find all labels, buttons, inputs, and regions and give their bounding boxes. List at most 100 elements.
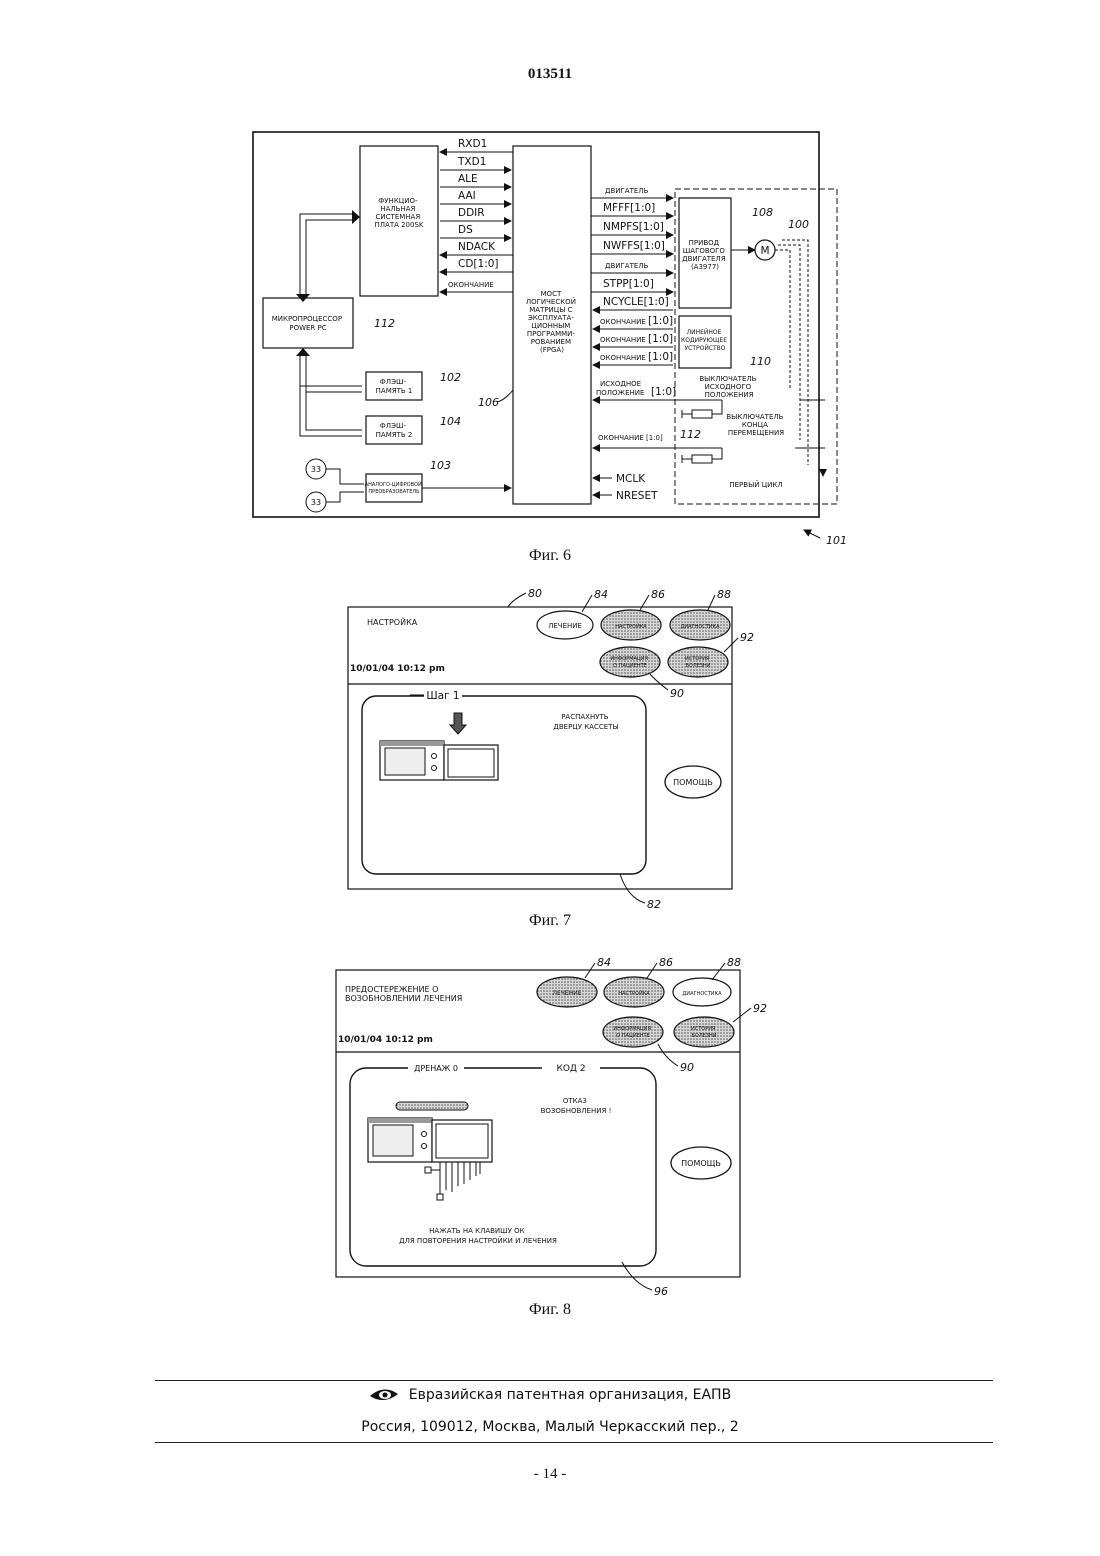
svg-text:[1:0]: [1:0]: [648, 315, 673, 327]
svg-text:STPP[1:0]: STPP[1:0]: [603, 278, 654, 290]
svg-text:ИНФОРМАЦИЯ О ПАЦИЕНТЕ: ИНФОРМАЦИЯ О ПАЦИЕНТЕ: [613, 1026, 652, 1039]
fig7-treatment-button[interactable]: ЛЕЧЕНИЕ: [537, 611, 593, 639]
svg-text:ФЛЭШ- ПАМЯТЬ 2: ФЛЭШ- ПАМЯТЬ 2: [376, 422, 413, 439]
svg-text:ПОМОЩЬ: ПОМОЩЬ: [673, 778, 713, 787]
svg-text:ОКОНЧАНИЕ: ОКОНЧАНИЕ: [448, 281, 494, 289]
fig8-code-label: КОД 2: [556, 1064, 585, 1074]
board-fpga-signals: RXD1 TXD1 ALE AAI DDIR DS NDACK CD[1:0] …: [440, 138, 513, 292]
svg-text:MFFF[1:0]: MFFF[1:0]: [603, 202, 655, 214]
ref-110: 110: [750, 355, 771, 368]
svg-text:ИСТОРИЯ БОЛЕЗНИ: ИСТОРИЯ БОЛЕЗНИ: [685, 656, 711, 669]
ref-100: 100: [788, 218, 809, 231]
fig8-title: ПРЕДОСТЕРЕЖЕНИЕ О ВОЗОБНОВЛЕНИИ ЛЕЧЕНИЯ: [345, 985, 462, 1003]
footer-rule-top: [155, 1380, 993, 1381]
svg-text:NRESET: NRESET: [616, 490, 658, 502]
fig8-drain-label: ДРЕНАЖ 0: [414, 1064, 458, 1073]
svg-text:96: 96: [654, 1285, 668, 1298]
svg-text:[1:0]: [1:0]: [648, 351, 673, 363]
fig7-title: НАСТРОЙКА: [367, 616, 418, 627]
fig8-warning-screen: ПРЕДОСТЕРЕЖЕНИЕ О ВОЗОБНОВЛЕНИИ ЛЕЧЕНИЯ …: [0, 950, 1100, 1310]
svg-text:82: 82: [647, 898, 661, 911]
svg-text:DS: DS: [458, 224, 473, 236]
svg-text:ФУНКЦИО- НАЛЬНАЯ СИСТЕ: ФУНКЦИО- НАЛЬНАЯ СИСТЕМНАЯ ПЛАТА 200SK: [375, 197, 424, 229]
fig7-help-button[interactable]: ПОМОЩЬ: [665, 766, 721, 798]
svg-text:ДВИГАТЕЛЬ: ДВИГАТЕЛЬ: [605, 187, 649, 195]
svg-text:ДВИГАТЕЛЬ: ДВИГАТЕЛЬ: [605, 262, 649, 270]
svg-text:ОКОНЧАНИЕ: ОКОНЧАНИЕ: [600, 318, 646, 326]
svg-text:MCLK: MCLK: [616, 473, 646, 485]
svg-text:92: 92: [740, 631, 754, 644]
svg-text:DDIR: DDIR: [458, 207, 485, 219]
svg-text:ОКОНЧАНИЕ: ОКОНЧАНИЕ: [600, 336, 646, 344]
svg-text:NWFFS[1:0]: NWFFS[1:0]: [603, 240, 665, 252]
svg-text:ДИАГНОСТИКА: ДИАГНОСТИКА: [680, 624, 720, 630]
page-number: - 14 -: [0, 1466, 1100, 1483]
svg-text:CD[1:0]: CD[1:0]: [458, 258, 499, 270]
system-board-label: ФУНКЦИО-: [378, 197, 418, 205]
fig7-patient-info-button[interactable]: ИНФОРМАЦИЯ О ПАЦИЕНТЕ: [600, 647, 660, 677]
svg-text:ПРИВОД ШАГОВОГО ДВИГАТ: ПРИВОД ШАГОВОГО ДВИГАТЕЛЯ (A3977): [682, 239, 728, 271]
svg-text:ФЛЭШ- ПАМЯТЬ 1: ФЛЭШ- ПАМЯТЬ 1: [376, 378, 413, 395]
fig7-setup-button[interactable]: НАСТРОЙКА: [601, 610, 661, 640]
fig7-setup-screen: НАСТРОЙКА 10/01/04 10:12 pm ЛЕЧЕНИЕ НАСТ…: [0, 580, 1100, 940]
ref-112: 112: [374, 317, 395, 330]
fig8-diagnostics-button[interactable]: ДИАГНОСТИКА: [673, 978, 731, 1006]
fig8-treatment-button[interactable]: ЛЕЧЕНИЕ: [537, 977, 597, 1007]
ref-80: 80: [528, 587, 542, 600]
fig8-patient-info-button[interactable]: ИНФОРМАЦИЯ О ПАЦИЕНТЕ: [603, 1017, 663, 1047]
svg-text:M: M: [760, 245, 769, 257]
fig7-history-button[interactable]: ИСТОРИЯ БОЛЕЗНИ: [668, 647, 728, 677]
svg-text:НАСТРОЙКА: НАСТРОЙКА: [618, 990, 650, 997]
svg-text:84: 84: [594, 588, 608, 601]
svg-text:ALE: ALE: [458, 173, 478, 185]
home-switch-label: ВЫКЛЮЧАТЕЛЬ ИСХОДНОГО ПОЛОЖЕНИЯ: [699, 375, 758, 399]
svg-text:NDACK: NDACK: [458, 241, 496, 253]
ref-112-b: 112: [680, 428, 701, 441]
svg-text:ИСТОРИЯ БОЛЕЗНИ: ИСТОРИЯ БОЛЕЗНИ: [691, 1026, 717, 1039]
flash-memory-1-block: [366, 372, 422, 400]
svg-text:90: 90: [670, 687, 684, 700]
fig7-diagnostics-button[interactable]: ДИАГНОСТИКА: [670, 610, 730, 640]
svg-text:33: 33: [311, 498, 321, 507]
flash-memory-2-block: [366, 416, 422, 444]
fig8-help-button[interactable]: ПОМОЩЬ: [671, 1147, 731, 1179]
svg-text:88: 88: [717, 588, 731, 601]
first-cycle-label: ПЕРВЫЙ ЦИКЛ: [729, 480, 782, 489]
ref-101: 101: [826, 534, 847, 547]
footer-address: Россия, 109012, Москва, Малый Черкасский…: [0, 1419, 1100, 1435]
svg-text:TXD1: TXD1: [457, 156, 486, 168]
ref-106: 106: [478, 396, 499, 409]
svg-text:[1:0]: [1:0]: [651, 386, 676, 398]
cpu-label: МИКРОПРОЦЕССОР POWER PC: [272, 315, 345, 332]
svg-text:NMPFS[1:0]: NMPFS[1:0]: [603, 221, 664, 233]
svg-text:88: 88: [727, 956, 741, 969]
footer-rule-bottom: [155, 1442, 993, 1443]
fig6-block-diagram: ФУНКЦИО- НАЛЬНАЯ СИСТЕМНАЯ ПЛАТА 200SK М…: [0, 0, 1100, 560]
ref-103: 103: [430, 459, 451, 472]
svg-text:AAI: AAI: [458, 190, 476, 202]
cpu-block: [263, 298, 353, 348]
svg-text:ОКОНЧАНИЕ: ОКОНЧАНИЕ: [600, 354, 646, 362]
svg-text:АНАЛОГО-ЦИФРОВОЙ ПРЕОБРАЗО: АНАЛОГО-ЦИФРОВОЙ ПРЕОБРАЗОВАТЕЛЬ: [365, 481, 424, 495]
fig8-history-button[interactable]: ИСТОРИЯ БОЛЕЗНИ: [674, 1017, 734, 1047]
end-switch-label: ВЫКЛЮЧАТЕЛЬ КОНЦА ПЕРЕМЕЩЕНИЯ: [726, 413, 785, 437]
svg-text:84: 84: [597, 956, 611, 969]
adc-block: [366, 474, 422, 502]
fig8-failure-text: ОТКАЗ ВОЗОБНОВЛЕНИЯ !: [541, 1097, 612, 1115]
svg-text:[1:0]: [1:0]: [648, 333, 673, 345]
svg-text:33: 33: [311, 465, 321, 474]
svg-text:ПОМОЩЬ: ПОМОЩЬ: [681, 1159, 721, 1168]
svg-text:ОКОНЧАНИЕ [1:0]: ОКОНЧАНИЕ [1:0]: [598, 434, 663, 442]
cycler-device-icon: [380, 713, 498, 780]
fig8-caption: Фиг. 8: [0, 1301, 1100, 1319]
svg-text:RXD1: RXD1: [458, 138, 487, 150]
svg-text:92: 92: [753, 1002, 767, 1015]
svg-text:ДИАГНОСТИКА: ДИАГНОСТИКА: [682, 991, 722, 997]
svg-text:ЛЕЧЕНИЕ: ЛЕЧЕНИЕ: [548, 622, 582, 630]
fig8-setup-button[interactable]: НАСТРОЙКА: [604, 977, 664, 1007]
footer-organization: Евразийская патентная организация, ЕАПВ: [0, 1387, 1100, 1403]
svg-text:ЛИНЕЙНОЕ КОДИРУЮЩЕЕ УС: ЛИНЕЙНОЕ КОДИРУЮЩЕЕ УСТРОЙСТВО: [681, 329, 729, 352]
fig7-instruction: РАСПАХНУТЬ ДВЕРЦУ КАССЕТЫ: [553, 713, 618, 731]
fig8-press-ok-text: НАЖАТЬ НА КЛАВИШУ ОК ДЛЯ ПОВТОРЕНИЯ НАСТ…: [399, 1227, 557, 1245]
eapo-eye-icon: [369, 1387, 399, 1403]
